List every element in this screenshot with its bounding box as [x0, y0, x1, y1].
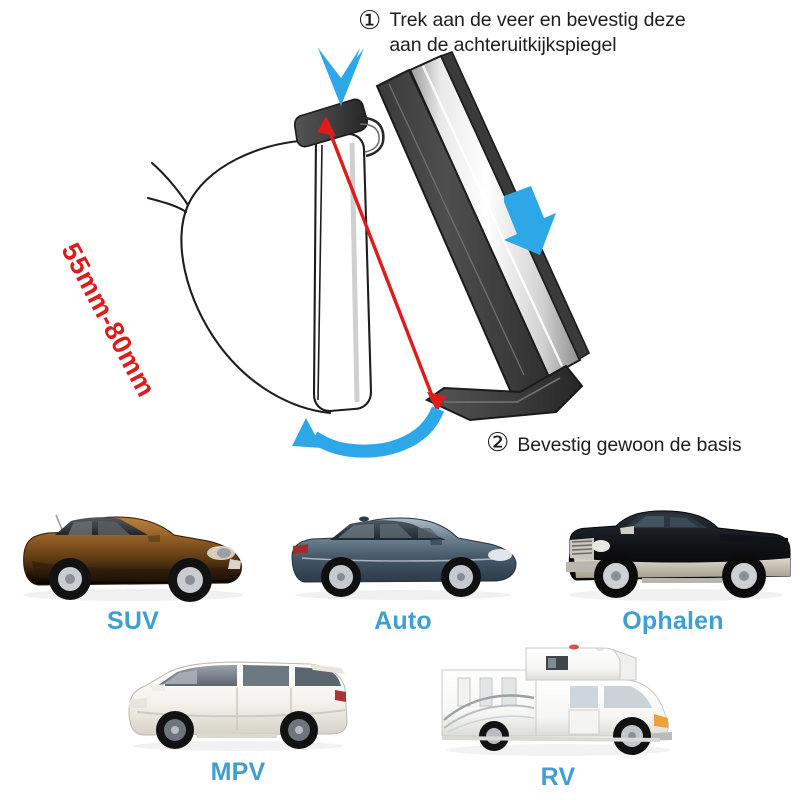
step-2-text: Bevestig gewoon de basis	[517, 434, 742, 456]
step-1-number: ①	[358, 6, 382, 36]
step-1-text: Trek aan de veer en bevestig deze aan de…	[389, 9, 686, 56]
mpv-image	[113, 648, 363, 756]
mounting-base	[425, 364, 584, 422]
vehicle-label-auto: Auto	[374, 607, 432, 635]
vehicle-cell-rv: RV	[428, 636, 688, 792]
mirror-front-panel	[312, 132, 373, 413]
swing-arrow	[292, 406, 445, 458]
vehicle-label-suv: SUV	[106, 607, 159, 635]
span-measure-arrow	[317, 116, 446, 412]
rv-image	[428, 636, 688, 761]
rear-view-mirror-outline	[146, 138, 332, 415]
vehicle-cell-auto: Auto	[278, 500, 528, 636]
vehicle-label-mpv: MPV	[210, 758, 266, 786]
auto-image	[278, 500, 528, 605]
vehicle-cell-suv: SUV	[8, 495, 258, 636]
step-2: ② Bevestig gewoon de basis	[486, 428, 742, 460]
vehicle-cell-pickup: Ophalen	[548, 498, 798, 636]
vehicle-label-rv: RV	[540, 763, 576, 791]
slide-down-arrow	[504, 186, 556, 255]
pull-down-arrow	[318, 48, 364, 106]
sun-visor-bar	[375, 50, 591, 401]
vehicle-label-pickup: Ophalen	[622, 607, 724, 635]
step-2-number: ②	[486, 428, 510, 458]
spring-clip	[293, 98, 385, 158]
suv-image	[8, 495, 258, 605]
vehicle-cell-mpv: MPV	[113, 648, 363, 787]
installation-diagram	[146, 48, 591, 458]
step-1: ① Trek aan de veer en bevestig deze aan …	[358, 8, 686, 58]
pickup-image	[548, 498, 798, 605]
